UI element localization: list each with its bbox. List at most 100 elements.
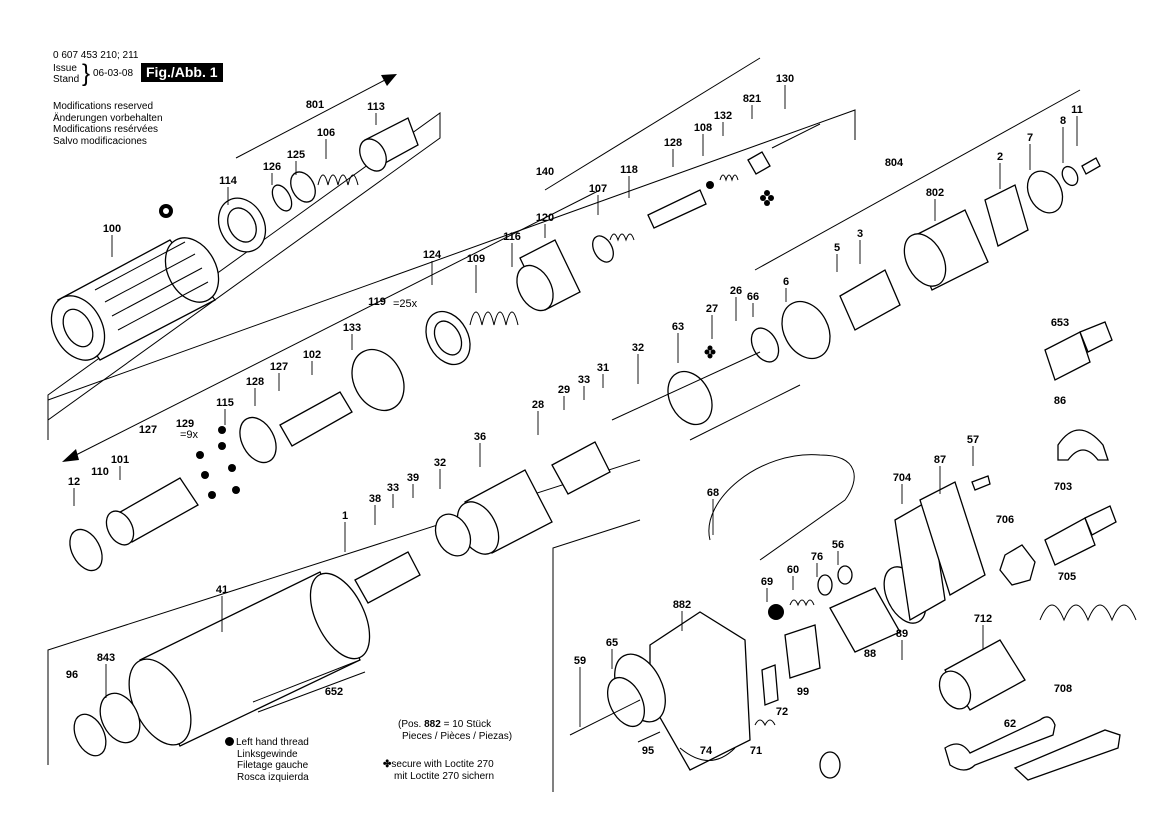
part-36-bearing <box>434 513 472 557</box>
part-label-7: 7 <box>1027 132 1033 144</box>
part-label-705: 705 <box>1058 571 1076 583</box>
part-label-124: 124 <box>423 249 442 261</box>
part-108-spring <box>719 174 739 182</box>
part-29-planet-carrier <box>551 441 611 495</box>
part-8-bearing <box>1026 170 1064 214</box>
part-113-knurled-ring <box>359 117 419 172</box>
part-label-712: 712 <box>974 613 992 625</box>
assembly-axis-top <box>235 79 386 159</box>
part-label-38: 38 <box>369 493 381 505</box>
part-109-spring <box>469 311 519 326</box>
part-821-pin <box>771 123 821 149</box>
part-label-11: 11 <box>1071 104 1083 116</box>
part-62-wire <box>708 454 855 561</box>
part-119-ring <box>351 348 405 412</box>
figure-badge: Fig./Abb. 1 <box>141 63 223 82</box>
part-125-washer <box>290 171 316 203</box>
part-label-32: 32 <box>434 457 446 469</box>
part-label-140: 140 <box>536 166 554 178</box>
part-label-101: 101 <box>111 454 129 466</box>
part-5-end-plate <box>781 300 831 360</box>
loctite-icon <box>760 190 774 206</box>
legend-left-hand-thread: Left hand thread Linksgewinde Filetage g… <box>225 737 309 783</box>
part-96-strip <box>252 659 366 713</box>
bottom-right-frame <box>552 519 641 792</box>
part-label-5: 5 <box>834 242 840 254</box>
part-label-41: 41 <box>216 584 228 596</box>
part-label-56: 56 <box>832 539 844 551</box>
assembly-axis-middle <box>69 189 601 459</box>
part-100-nose-sleeve <box>50 237 220 361</box>
part-label-119: 119 <box>368 296 386 308</box>
part-label-110: 110 <box>91 466 109 478</box>
legend-line: ✤secure with Loctite 270 <box>383 759 494 770</box>
part-label-59: 59 <box>574 655 586 667</box>
pos-note-line1: (Pos. 882 = 10 Stück <box>398 719 492 730</box>
part-label-12: 12 <box>68 476 80 488</box>
part-label-74: 74 <box>700 745 713 757</box>
part-label-804: 804 <box>885 157 904 169</box>
part-label-63: 63 <box>672 321 684 333</box>
part-65-rod <box>569 699 641 736</box>
doc-number: 0 607 453 210; 211 <box>53 50 139 61</box>
left-hand-thread-icon <box>159 204 173 218</box>
part-124-piston <box>425 310 471 366</box>
part-712-hex-key <box>1013 729 1121 781</box>
part-label-106: 106 <box>317 127 335 139</box>
part-label-8: 8 <box>1060 115 1066 127</box>
part-71-knob <box>819 751 841 779</box>
part-label-843: 843 <box>97 652 115 664</box>
part-label-703: 703 <box>1054 481 1072 493</box>
qty-note-130: =25x <box>393 298 418 310</box>
part-label-36: 36 <box>474 431 486 443</box>
part-label-6: 6 <box>783 276 789 288</box>
part-label-108: 108 <box>694 122 712 134</box>
part-label-132: 132 <box>714 110 732 122</box>
part-74-spring <box>754 719 776 727</box>
part-95-clip <box>679 747 736 761</box>
part-38-planet-carrier <box>354 551 421 604</box>
issue-date: 06-03-08 <box>93 68 134 79</box>
part-41-bearing <box>99 692 141 744</box>
part-107-spring <box>609 233 635 242</box>
part-label-129: 129 <box>176 418 194 430</box>
part-label-95: 95 <box>642 745 654 757</box>
part-118-valve <box>647 189 707 229</box>
part-label-96: 96 <box>66 669 78 681</box>
legend-loctite: ✤secure with Loctite 270 mit Loctite 270… <box>383 759 494 782</box>
part-label-76: 76 <box>811 551 823 563</box>
part-89-bushing <box>829 587 901 653</box>
part-1-housing <box>128 571 371 747</box>
part-label-60: 60 <box>787 564 799 576</box>
part-120-housing <box>516 239 581 312</box>
part-140-o-ring <box>592 235 614 263</box>
part-label-86: 86 <box>1054 395 1066 407</box>
part-882-seal <box>607 676 645 728</box>
part-label-704: 704 <box>893 472 912 484</box>
part-label-26: 26 <box>730 285 742 297</box>
part-label-109: 109 <box>467 253 485 265</box>
part-label-127: 127 <box>270 361 288 373</box>
pos-note: (Pos. 882 = 10 Stück Pieces / Pièces / P… <box>398 719 512 742</box>
part-label-89: 89 <box>896 628 908 640</box>
part-label-27: 27 <box>706 303 718 315</box>
part-63-pin <box>611 351 761 421</box>
part-27-disc <box>667 370 713 426</box>
part-110-circlip <box>69 528 103 572</box>
part-label-87: 87 <box>934 454 946 466</box>
part-label-62: 62 <box>1004 718 1016 730</box>
legend-line: Linksgewinde <box>237 748 298 760</box>
part-label-65: 65 <box>606 637 618 649</box>
part-102-shaft <box>239 391 353 464</box>
part-12-screw <box>1081 157 1101 175</box>
part-705-sleeve <box>938 639 1026 711</box>
part-label-125: 125 <box>287 149 305 161</box>
part-label-116: 116 <box>503 231 521 243</box>
legend-line: Left hand thread <box>225 737 309 749</box>
part-label-882: 882 <box>673 599 691 611</box>
part-label-107: 107 <box>589 183 607 195</box>
part-label-115: 115 <box>216 397 234 409</box>
part-704-fitting <box>1044 505 1117 566</box>
